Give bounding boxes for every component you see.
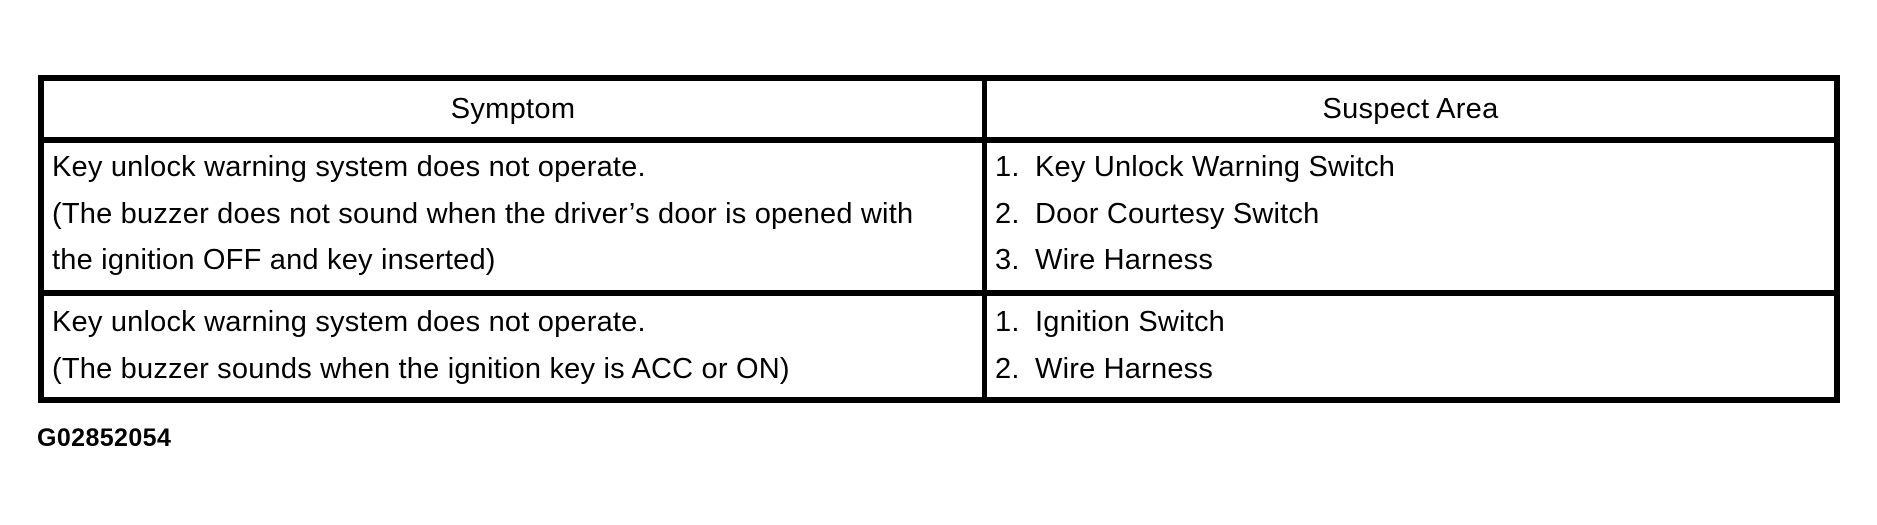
symptom-cell: Key unlock warning system does not opera… — [44, 143, 987, 290]
table-row: Key unlock warning system does not opera… — [44, 137, 1834, 290]
symptom-line: (The buzzer sounds when the ignition key… — [52, 352, 790, 385]
suspect-item-label: Ignition Switch — [1035, 306, 1225, 338]
suspect-item: 2. Door Courtesy Switch — [995, 191, 1834, 238]
symptom-cell: Key unlock warning system does not opera… — [44, 296, 987, 397]
suspect-item-number: 2. — [995, 352, 1020, 385]
suspect-item: 1. Ignition Switch — [995, 299, 1834, 346]
suspect-item-label: Wire Harness — [1035, 244, 1214, 276]
symptom-line: (The buzzer does not sound when the driv… — [52, 197, 914, 230]
symptom-line: Key unlock warning system does not opera… — [52, 306, 646, 338]
suspect-item-number: 1. — [995, 306, 1020, 338]
table-header-row: Symptom Suspect Area — [44, 81, 1834, 137]
suspect-item: 2. Wire Harness — [995, 346, 1834, 393]
figure-code: G02852054 — [37, 424, 172, 452]
symptom-suspect-table: Symptom Suspect Area Key unlock warning … — [38, 75, 1840, 403]
suspect-item: 1. Key Unlock Warning Switch — [995, 144, 1834, 191]
header-suspect-area: Suspect Area — [1322, 92, 1499, 125]
suspect-item-label: Door Courtesy Switch — [1035, 197, 1320, 230]
suspect-item-number: 2. — [995, 197, 1020, 230]
suspect-item-number: 3. — [995, 244, 1020, 276]
symptom-line: Key unlock warning system does not opera… — [52, 151, 646, 183]
suspect-item-label: Key Unlock Warning Switch — [1035, 151, 1396, 183]
symptom-line: the ignition OFF and key inserted) — [52, 244, 496, 276]
header-symptom: Symptom — [44, 81, 987, 137]
table-row: Key unlock warning system does not opera… — [44, 290, 1834, 397]
suspect-item-number: 1. — [995, 151, 1020, 183]
suspect-cell: 1. Key Unlock Warning Switch 2. Door Courte… — [987, 143, 1834, 290]
suspect-cell: 1. Ignition Switch 2. Wire Harness — [987, 296, 1834, 397]
suspect-item-label: Wire Harness — [1035, 352, 1214, 385]
suspect-item: 3. Wire Harness — [995, 237, 1834, 284]
